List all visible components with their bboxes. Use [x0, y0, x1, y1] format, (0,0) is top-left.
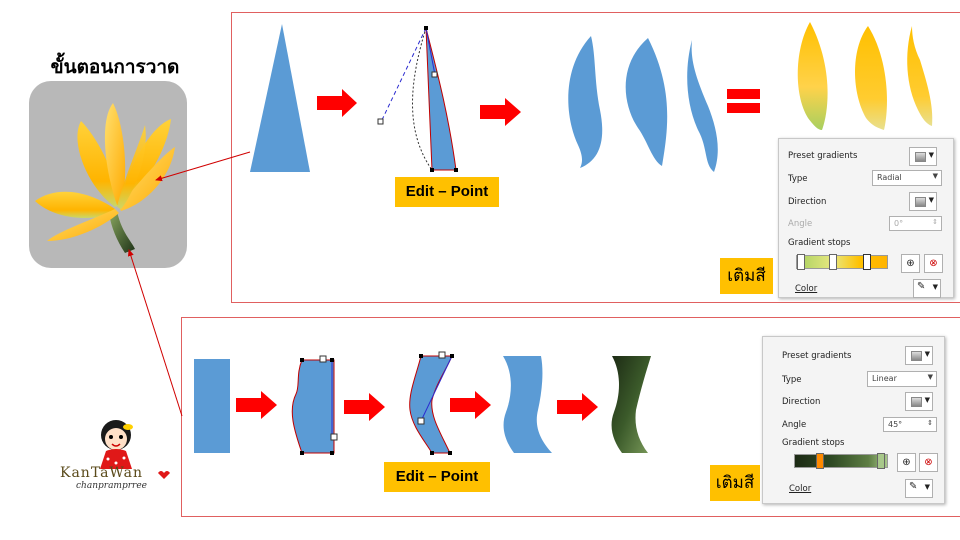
gradient-stop-2[interactable] [877, 453, 885, 469]
color-label: Color [789, 484, 812, 494]
gradient-stops-label: Gradient stops [788, 238, 851, 248]
yellow-petal-3 [907, 26, 933, 126]
petal-shape-2 [625, 38, 668, 166]
rectangle-shape [194, 359, 230, 453]
edit-point-label: Edit – Point [395, 177, 499, 207]
type-select[interactable]: Linear▼ [867, 371, 937, 387]
arrow-right-icon [480, 98, 521, 126]
gradient-stops-label: Gradient stops [782, 438, 845, 448]
petal-shape-1 [568, 36, 603, 168]
gradient-bar[interactable] [796, 255, 888, 269]
arrow-right-icon [344, 393, 385, 421]
logo-subtext: chanpramprree [76, 481, 147, 491]
arrow-right-icon [450, 391, 491, 419]
preset-gradients-label: Preset gradients [782, 351, 852, 361]
triangle-shape [250, 24, 310, 172]
arrow-right-icon [236, 391, 277, 419]
edit-point-label: Edit – Point [384, 462, 490, 492]
angle-input[interactable]: 45°⇕ [883, 417, 937, 432]
edit-point-triangle [377, 26, 458, 172]
gradient-dialog-top: Preset gradients ▼ Type Radial▼ Directio… [778, 138, 954, 298]
direction-label: Direction [788, 197, 827, 207]
angle-input[interactable]: 0°⇕ [889, 216, 942, 231]
flower-thumbnail [29, 81, 187, 268]
petal-shape-3 [687, 40, 718, 172]
gradient-stop-1[interactable] [816, 453, 824, 469]
gradient-dialog-bottom: Preset gradients ▼ Type Linear▼ Directio… [762, 336, 945, 504]
gradient-stop-2[interactable] [829, 254, 837, 270]
color-picker-button[interactable]: ✎▼ [913, 279, 941, 298]
fill-color-label: เติมสี [720, 258, 773, 294]
add-stop-icon[interactable]: ⊕ [901, 254, 920, 273]
direction-label: Direction [782, 397, 821, 407]
remove-stop-icon[interactable]: ⊗ [924, 254, 943, 273]
preset-gradients-dropdown[interactable]: ▼ [909, 147, 937, 166]
edit-point-rectangle-1 [291, 355, 338, 455]
arrow-right-icon [557, 393, 598, 421]
angle-label: Angle [782, 420, 807, 430]
type-label: Type [782, 375, 802, 385]
direction-dropdown[interactable]: ▼ [905, 392, 933, 411]
page-title: ขั้นตอนการวาด [50, 56, 180, 78]
flower-image [35, 103, 175, 253]
kantawan-logo: KanTaWan chanpramprree [58, 415, 178, 495]
gradient-bar[interactable] [794, 454, 888, 468]
preset-gradients-dropdown[interactable]: ▼ [905, 346, 933, 365]
cartoon-girl-icon [100, 420, 170, 479]
bottom-shapes [194, 351, 651, 455]
color-label: Color [795, 284, 818, 294]
fill-color-label: เติมสี [710, 465, 760, 501]
yellow-petal-2 [855, 26, 887, 130]
gradient-stop-1[interactable] [797, 254, 805, 270]
type-label: Type [788, 174, 808, 184]
green-stem-shape [611, 356, 651, 453]
preset-gradients-label: Preset gradients [788, 151, 858, 161]
gradient-stop-3[interactable] [863, 254, 871, 270]
logo-text: KanTaWan [60, 465, 143, 481]
angle-label: Angle [788, 219, 813, 229]
yellow-petal-1 [797, 22, 828, 130]
add-stop-icon[interactable]: ⊕ [897, 453, 916, 472]
top-shapes [250, 22, 933, 172]
curved-stem-shape [503, 356, 552, 453]
arrow-right-icon [317, 89, 357, 117]
type-select[interactable]: Radial▼ [872, 170, 942, 186]
color-picker-button[interactable]: ✎▼ [905, 479, 933, 498]
direction-dropdown[interactable]: ▼ [909, 192, 937, 211]
edit-point-rectangle-2 [409, 351, 454, 455]
equals-icon [727, 89, 760, 99]
remove-stop-icon[interactable]: ⊗ [919, 453, 938, 472]
